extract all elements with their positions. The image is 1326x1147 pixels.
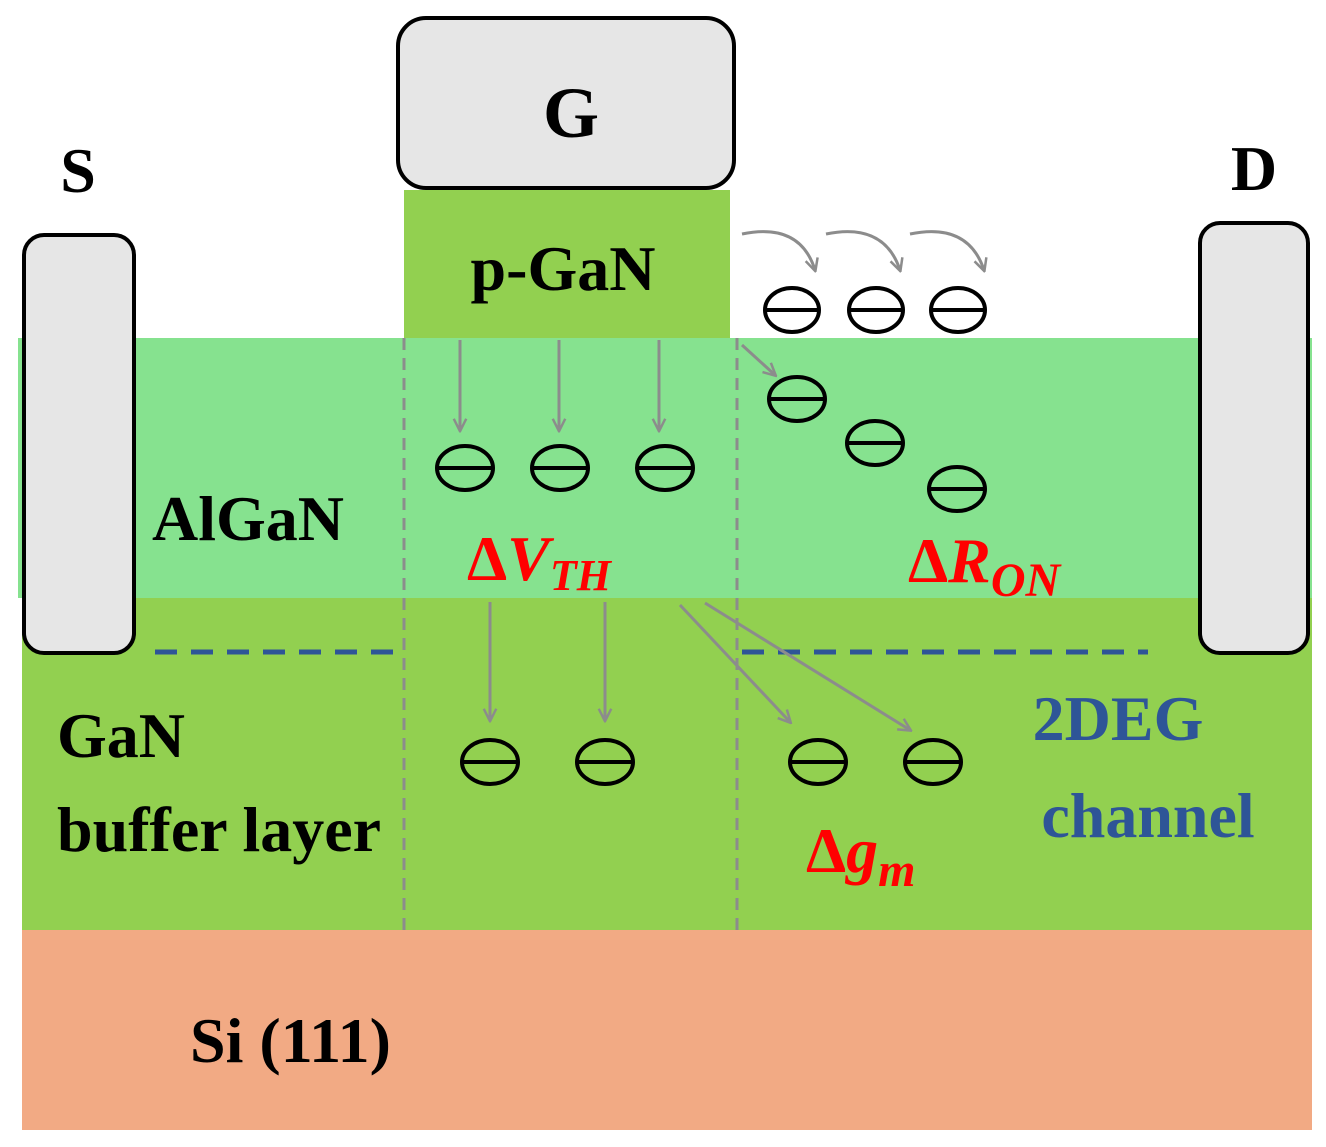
delta-gm-label: Δgm bbox=[806, 815, 915, 897]
minus-circle-icon bbox=[435, 444, 495, 492]
minus-circle-icon bbox=[847, 286, 905, 334]
delta-ron-label: ΔRON bbox=[908, 525, 1062, 607]
gate-contact bbox=[396, 16, 736, 190]
source-contact bbox=[22, 233, 136, 655]
source-label: S bbox=[60, 135, 96, 206]
minus-circle-icon bbox=[845, 419, 905, 467]
minus-circle-icon bbox=[460, 738, 520, 786]
drain-label: D bbox=[1231, 133, 1277, 204]
drain-contact bbox=[1198, 221, 1310, 655]
minus-circle-icon bbox=[635, 444, 695, 492]
minus-circle-icon bbox=[927, 465, 987, 513]
arrow-surface-hop-2 bbox=[825, 230, 900, 270]
pgan-layer bbox=[404, 190, 730, 338]
channel-label: channel bbox=[1041, 780, 1254, 851]
si-substrate-label: Si (111) bbox=[190, 1005, 391, 1076]
si-substrate-layer bbox=[22, 930, 1312, 1130]
minus-circle-icon bbox=[530, 444, 590, 492]
gate-label: G bbox=[543, 73, 599, 153]
arrow-surface-hop-3 bbox=[909, 230, 984, 270]
pgan-label: p-GaN bbox=[471, 233, 656, 304]
delta-vth-label: ΔVTH bbox=[467, 523, 613, 600]
gan-buffer-layer bbox=[22, 598, 1312, 930]
algan-label: AlGaN bbox=[152, 483, 344, 554]
minus-circle-icon bbox=[575, 738, 635, 786]
buffer-layer-label: buffer layer bbox=[57, 794, 381, 865]
arrow-algan-to-buffer-3 bbox=[678, 603, 790, 722]
arrow-surface-hop-1 bbox=[741, 230, 815, 270]
arrow-surface-to-algan bbox=[740, 343, 775, 375]
minus-circle-icon bbox=[763, 286, 821, 334]
trapping-arrows bbox=[460, 230, 984, 730]
minus-circle-icon bbox=[788, 738, 848, 786]
arrow-algan-to-buffer-4 bbox=[704, 601, 910, 730]
minus-circle-icon bbox=[929, 286, 987, 334]
gan-label: GaN bbox=[57, 700, 185, 771]
2deg-label: 2DEG bbox=[1033, 683, 1204, 754]
minus-circle-icon bbox=[767, 375, 827, 423]
minus-circle-icon bbox=[903, 738, 963, 786]
electrons bbox=[435, 286, 987, 786]
